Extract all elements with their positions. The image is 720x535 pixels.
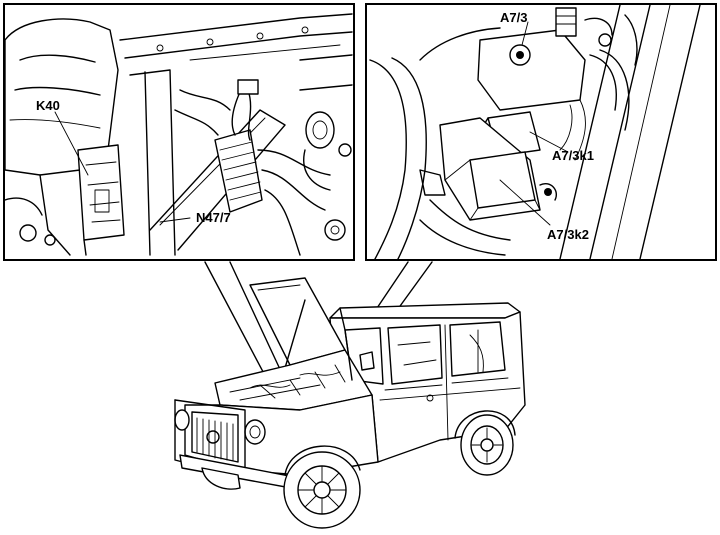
right-detail-panel: A7/3 A7/3k1 A7/3k2 [365, 3, 717, 261]
label-n47-7: N47/7 [196, 210, 231, 225]
label-a7-3: A7/3 [500, 10, 527, 25]
vehicle-illustration [174, 277, 526, 529]
label-a7-3k2: A7/3k2 [547, 227, 589, 242]
label-k40: K40 [36, 98, 60, 113]
engine-bay-drawing-left [5, 13, 353, 256]
label-a7-3k1: A7/3k1 [552, 148, 594, 163]
engine-bay-drawing-right [369, 5, 701, 259]
left-detail-panel: K40 N47/7 [3, 3, 355, 261]
